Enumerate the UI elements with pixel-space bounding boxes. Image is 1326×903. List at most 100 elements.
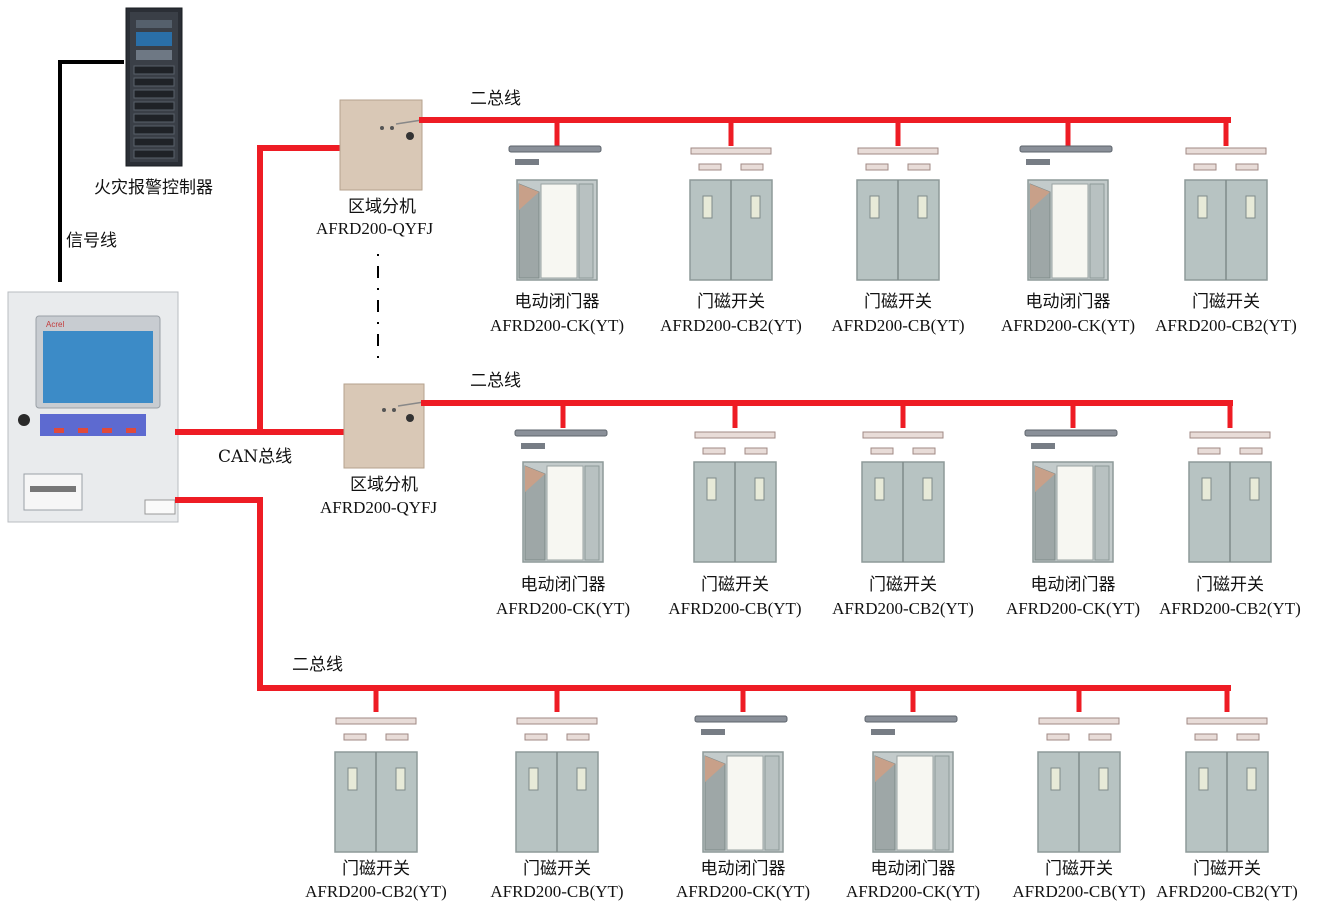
door-window-right: [395, 767, 406, 791]
door-closer-arm: [1026, 159, 1050, 165]
door-magnet-rail: [690, 147, 772, 155]
door-window-left: [347, 767, 358, 791]
device-name-label: 电动闭门器: [515, 292, 600, 312]
door-closer-bar: [1019, 145, 1113, 153]
device-name-label: 电动闭门器: [871, 859, 956, 879]
door-magnet-left: [1194, 733, 1218, 741]
door-magnet-left: [865, 163, 889, 171]
door-magnet-right: [744, 447, 768, 455]
can-bus-label: CAN总线: [218, 447, 292, 467]
device-1-2: 门磁开关 AFRD200-CB2(YT): [660, 120, 802, 335]
door-opening: [896, 755, 934, 851]
device-name-label: 门磁开关: [523, 859, 591, 879]
door-magnet-rail: [862, 431, 944, 439]
door-magnet-right: [912, 447, 936, 455]
device-name-label: 门磁开关: [869, 575, 937, 595]
door-magnet-left: [1046, 733, 1070, 741]
door-window-left: [874, 477, 885, 501]
door-closer-arm: [701, 729, 725, 735]
door-opening: [540, 183, 578, 279]
device-model-label: AFRD200-CK(YT): [676, 882, 810, 901]
device-1-1: 电动闭门器 AFRD200-CK(YT): [490, 120, 624, 335]
sub-unit-2-model: AFRD200-QYFJ: [320, 498, 438, 517]
device-model-label: AFRD200-CB2(YT): [1159, 599, 1301, 618]
device-name-label: 门磁开关: [1192, 292, 1260, 312]
door-magnet-right: [1235, 163, 1259, 171]
door-shadow: [1035, 466, 1055, 492]
door-magnet-right: [907, 163, 931, 171]
device-3-2: 门磁开关 AFRD200-CB(YT): [490, 688, 624, 901]
door-window-left: [869, 195, 880, 219]
door-window-right: [750, 195, 761, 219]
device-name-label: 门磁开关: [697, 292, 765, 312]
door-window-right: [1245, 195, 1256, 219]
device-model-label: AFRD200-CB(YT): [490, 882, 623, 901]
door-closer-bar: [1024, 429, 1118, 437]
fire-alarm-controller-cabinet: [125, 7, 183, 167]
door-opening: [1056, 465, 1094, 561]
monitoring-panel: Acrel: [7, 291, 179, 523]
door-window-left: [702, 195, 713, 219]
device-model-label: AFRD200-CK(YT): [1001, 316, 1135, 335]
bus-label-row3: 二总线: [292, 655, 343, 675]
bus-label-row1: 二总线: [470, 89, 521, 109]
door-shadow: [705, 756, 725, 782]
door-magnet-left: [524, 733, 548, 741]
device-name-label: 门磁开关: [1193, 859, 1261, 879]
door-magnet-right: [1236, 733, 1260, 741]
door-window-right: [576, 767, 587, 791]
door-closer-arm: [871, 729, 895, 735]
door-closer-bar: [508, 145, 602, 153]
door-magnet-rail: [857, 147, 939, 155]
device-1-5: 门磁开关 AFRD200-CB2(YT): [1155, 120, 1297, 335]
device-name-label: 门磁开关: [342, 859, 410, 879]
device-name-label: 门磁开关: [701, 575, 769, 595]
door-closer-arm: [515, 159, 539, 165]
bus-label-row2: 二总线: [470, 371, 521, 391]
door-magnet-left: [702, 447, 726, 455]
door-closer-bar: [864, 715, 958, 723]
door-window-right: [1249, 477, 1260, 501]
door-magnet-right: [1239, 447, 1263, 455]
device-model-label: AFRD200-CB2(YT): [660, 316, 802, 335]
door-opening: [1051, 183, 1089, 279]
open-door-leaf: [1034, 465, 1056, 561]
device-model-label: AFRD200-CK(YT): [490, 316, 624, 335]
door-magnet-rail: [1186, 717, 1268, 725]
can-bus-line: [175, 145, 341, 435]
device-model-label: AFRD200-CB2(YT): [305, 882, 447, 901]
door-closer-arm: [521, 443, 545, 449]
device-name-label: 电动闭门器: [1031, 575, 1116, 595]
device-model-label: AFRD200-CB2(YT): [1155, 316, 1297, 335]
door-window-left: [1198, 767, 1209, 791]
door-window-right: [917, 195, 928, 219]
door-magnet-right: [1088, 733, 1112, 741]
sub-unit-1-box: [339, 99, 423, 191]
door-window-right: [1098, 767, 1109, 791]
door-magnet-rail: [516, 717, 598, 725]
door-window-right: [754, 477, 765, 501]
door-magnet-left: [870, 447, 894, 455]
door-magnet-right: [740, 163, 764, 171]
door-window-right: [1246, 767, 1257, 791]
door-magnet-left: [1193, 163, 1217, 171]
door-shadow: [875, 756, 895, 782]
door-magnet-right: [566, 733, 590, 741]
open-door-leaf: [1029, 183, 1051, 279]
device-model-label: AFRD200-CK(YT): [846, 882, 980, 901]
signal-line: [58, 60, 124, 282]
sub-unit-1-model: AFRD200-QYFJ: [316, 219, 434, 238]
door-magnet-left: [698, 163, 722, 171]
door-shadow: [519, 184, 539, 210]
door-window-right: [922, 477, 933, 501]
